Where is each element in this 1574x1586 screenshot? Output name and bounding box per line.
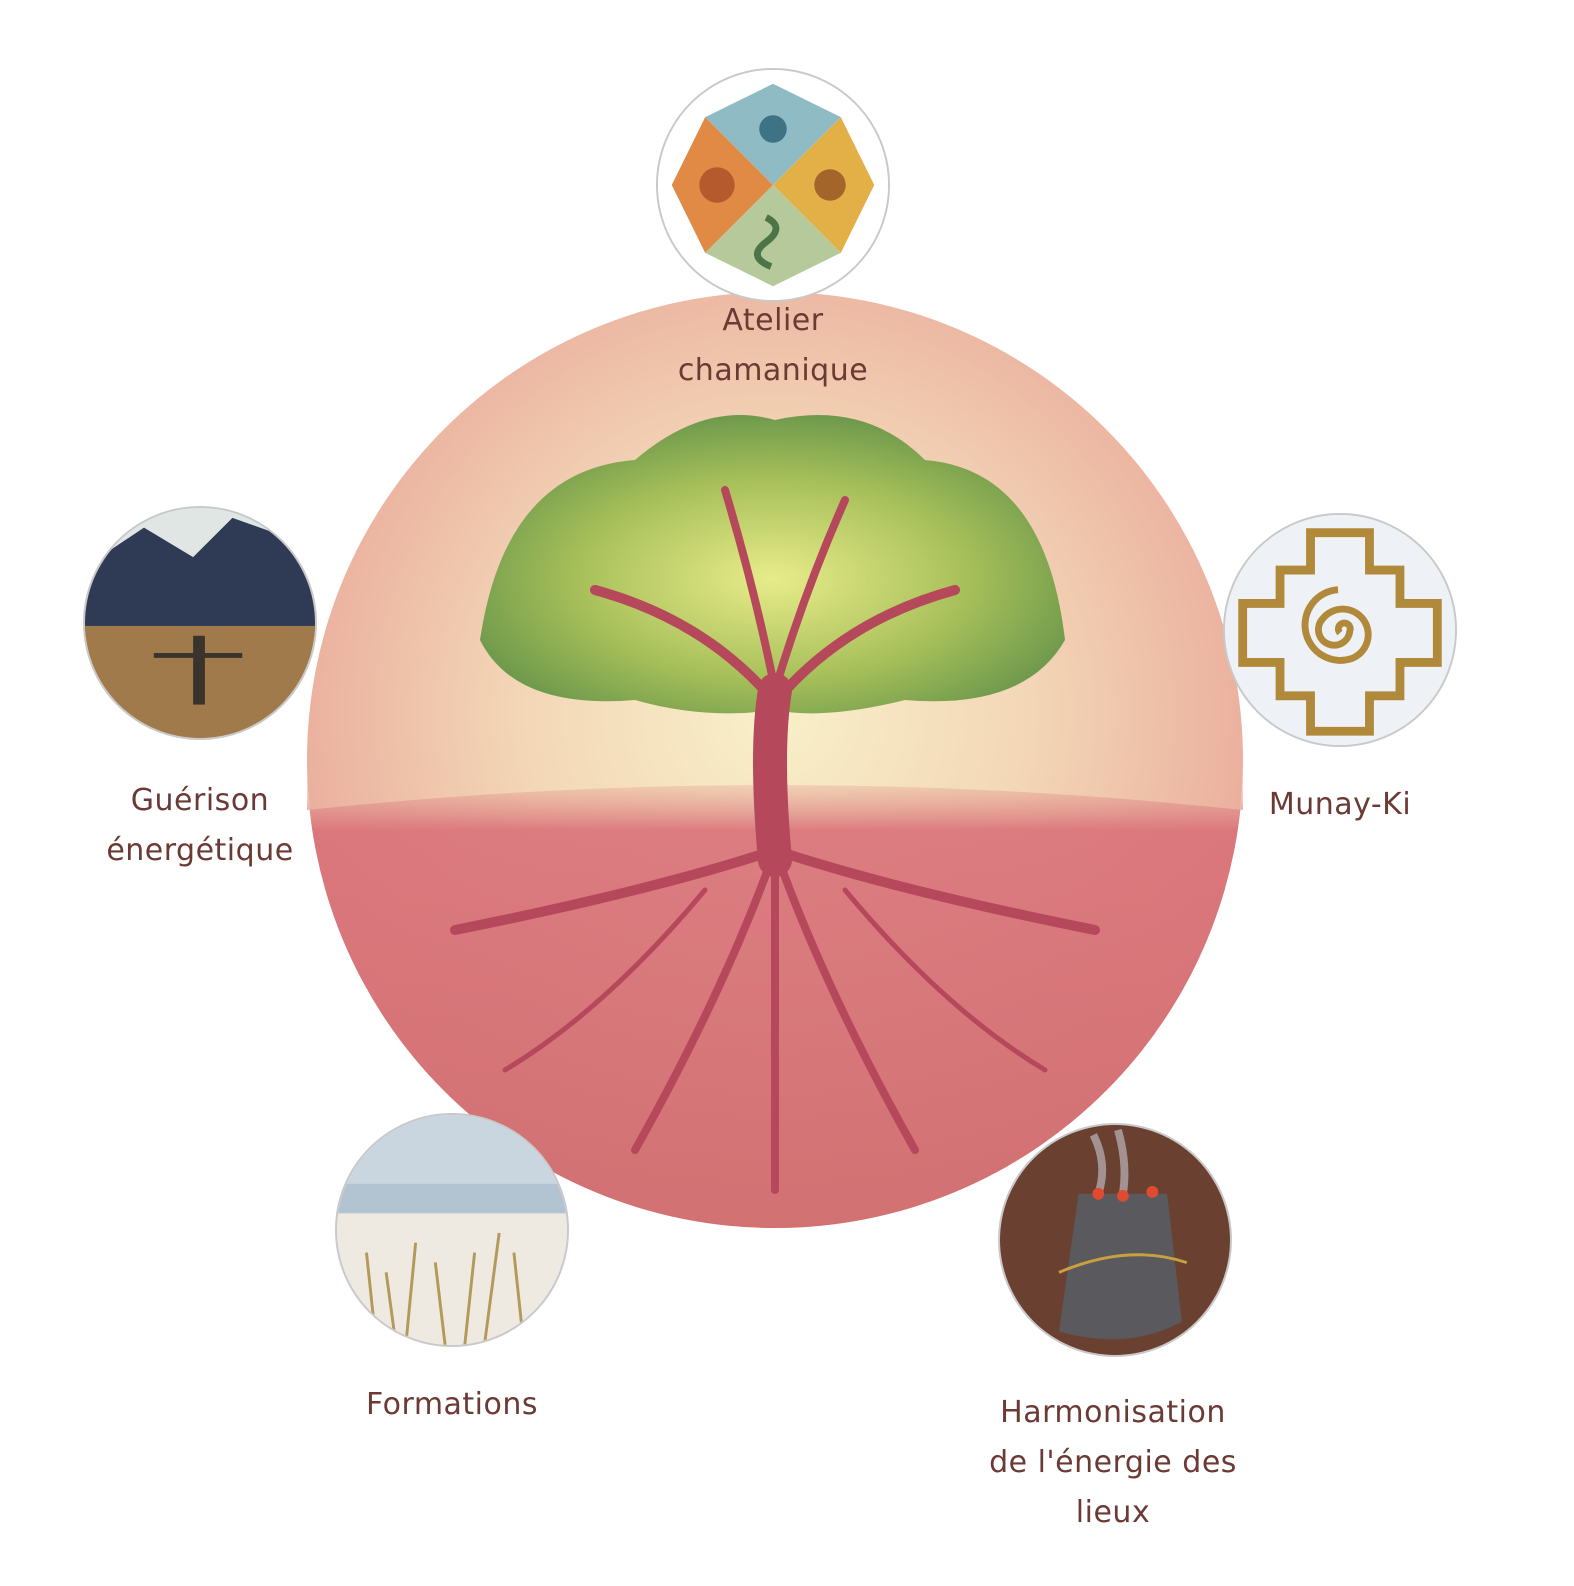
- guerison-energetique-image-link[interactable]: [83, 506, 317, 740]
- four-animals-medicine-wheel-icon: [658, 70, 888, 300]
- label-line: Formations: [365, 1387, 539, 1422]
- person-in-mountains-photo: [85, 508, 315, 738]
- label-line: chamanique: [677, 353, 869, 388]
- label-line: de l'énergie des: [989, 1445, 1237, 1480]
- label-line: lieux: [1075, 1495, 1151, 1530]
- harmonisation-image-link[interactable]: [998, 1123, 1232, 1357]
- label-line: énergétique: [106, 833, 294, 868]
- label-line: Guérison: [130, 783, 270, 818]
- harmonisation-link[interactable]: Harmonisation de l'énergie des lieux: [913, 1388, 1313, 1538]
- sage-smudge-photo: [1000, 1125, 1230, 1355]
- munay-ki-image-link[interactable]: [1223, 513, 1457, 747]
- munay-ki-link[interactable]: Munay-Ki: [1190, 780, 1490, 830]
- atelier-chamanique-image-link[interactable]: [656, 68, 890, 302]
- label-line: Harmonisation: [1000, 1395, 1226, 1430]
- chakana-spiral-icon: [1225, 515, 1455, 745]
- tree-of-life-image: [307, 292, 1243, 1228]
- formations-link[interactable]: Formations: [302, 1380, 602, 1430]
- guerison-energetique-link[interactable]: Guérison énergétique: [50, 776, 350, 876]
- atelier-chamanique-link[interactable]: Atelier chamanique: [623, 296, 923, 396]
- label-line: Atelier: [722, 303, 824, 338]
- beach-grass-photo: [337, 1115, 567, 1345]
- formations-image-link[interactable]: [335, 1113, 569, 1347]
- label-line: Munay-Ki: [1268, 787, 1412, 822]
